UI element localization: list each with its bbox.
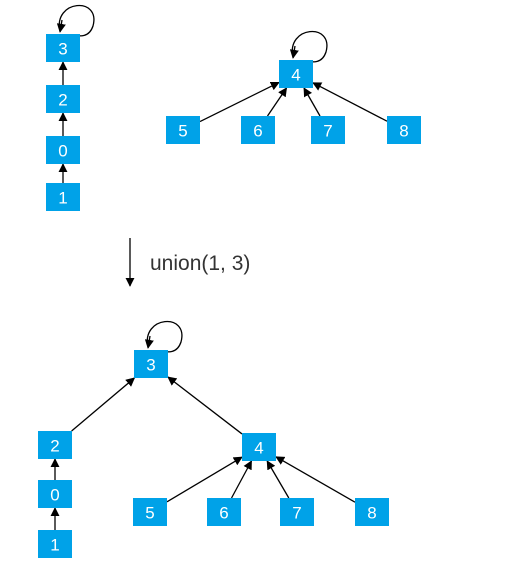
before-node-0: 0: [46, 136, 80, 164]
after-node-label-4: 4: [254, 439, 263, 458]
before-node-box-5: [166, 116, 200, 144]
after-edge-8-to-4: [275, 456, 356, 503]
before-node-label-7: 7: [323, 122, 332, 141]
before-self-loop-arrow-4: [289, 45, 299, 59]
before-node-5: 5: [166, 116, 200, 144]
before-node-label-6: 6: [253, 122, 262, 141]
before-edge-7-to-4: [303, 87, 321, 117]
before-node-box-4: [279, 60, 313, 88]
after-node-4: 4: [242, 433, 276, 461]
after-node-0: 0: [38, 480, 72, 508]
after-node-label-7: 7: [292, 504, 301, 523]
after-node-7: 7: [280, 498, 314, 526]
after-node-box-7: [280, 498, 314, 526]
before-edge-6-to-4: [266, 87, 288, 117]
before-node-box-6: [241, 116, 275, 144]
before-node-7: 7: [311, 116, 345, 144]
after-node-box-5: [133, 498, 167, 526]
after-node-box-2: [38, 431, 72, 459]
after-node-label-6: 6: [219, 504, 228, 523]
after-node-8: 8: [355, 498, 389, 526]
before-node-label-2: 2: [58, 91, 67, 110]
before-node-label-8: 8: [399, 122, 408, 141]
after-node-5: 5: [133, 498, 167, 526]
before-node-4: 4: [279, 60, 313, 88]
before-node-label-1: 1: [58, 189, 67, 208]
after-edge-7-to-4: [266, 460, 290, 499]
after-node-label-2: 2: [50, 437, 59, 456]
before-node-box-8: [387, 116, 421, 144]
after-self-loop-arrow-3: [144, 335, 154, 349]
before-node-box-7: [311, 116, 345, 144]
after-edge-2-to-3: [71, 377, 136, 432]
after-node-6: 6: [207, 498, 241, 526]
before-node-label-3: 3: [58, 40, 67, 59]
before-node-8: 8: [387, 116, 421, 144]
after-node-label-0: 0: [50, 486, 59, 505]
after-node-box-0: [38, 480, 72, 508]
after-node-box-1: [38, 530, 72, 558]
before-node-2: 2: [46, 85, 80, 113]
after-node-box-8: [355, 498, 389, 526]
union-operation-label: union(1, 3): [150, 252, 250, 275]
before-node-3: 3: [46, 34, 80, 62]
before-node-box-1: [46, 183, 80, 211]
after-node-label-3: 3: [146, 356, 155, 375]
before-node-6: 6: [241, 116, 275, 144]
after-node-box-6: [207, 498, 241, 526]
before-node-label-5: 5: [178, 122, 187, 141]
after-node-box-3: [134, 350, 168, 378]
before-node-label-4: 4: [291, 66, 300, 85]
after-self-loop-3: [146, 320, 183, 353]
before-node-box-3: [46, 34, 80, 62]
before-node-1: 1: [46, 183, 80, 211]
after-node-label-8: 8: [367, 504, 376, 523]
before-self-loop-3: [58, 4, 95, 37]
after-edge-6-to-4: [230, 460, 253, 499]
after-edge-5-to-4: [166, 456, 243, 503]
after-node-label-5: 5: [145, 504, 154, 523]
after-node-label-1: 1: [50, 536, 59, 555]
after-node-1: 1: [38, 530, 72, 558]
before-node-label-0: 0: [58, 142, 67, 161]
before-self-loop-arrow-3: [56, 19, 66, 33]
after-node-2: 2: [38, 431, 72, 459]
before-edge-8-to-4: [312, 82, 388, 122]
before-node-box-2: [46, 85, 80, 113]
union-operation: union(1, 3): [125, 238, 250, 287]
before-edge-5-to-4: [199, 81, 280, 123]
before-self-loop-4: [291, 30, 328, 63]
after-edge-4-to-3: [167, 376, 243, 435]
before-node-box-0: [46, 136, 80, 164]
after-node-3: 3: [134, 350, 168, 378]
after-node-box-4: [242, 433, 276, 461]
